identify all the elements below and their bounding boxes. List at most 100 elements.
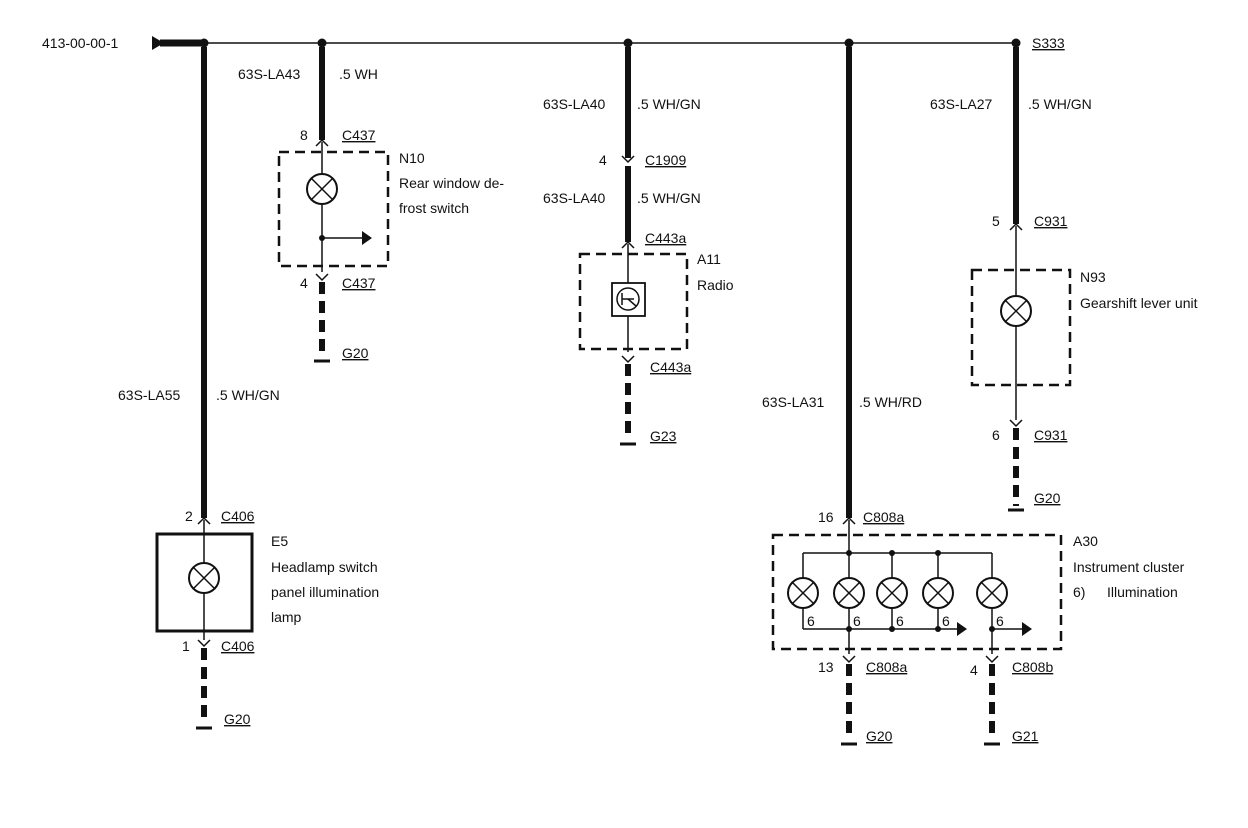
connector-female-icon	[621, 240, 635, 249]
ground-label[interactable]: G23	[650, 428, 677, 444]
wire-size-label: .5 WH/GN	[637, 190, 701, 206]
connector-label[interactable]: C808a	[866, 659, 907, 675]
wire-label: 63S-LA40	[543, 190, 605, 206]
wire-size-label: .5 WH/GN	[1028, 96, 1092, 112]
connector-label[interactable]: C808a	[863, 509, 904, 525]
reference-label[interactable]: 413-00-00-1	[42, 35, 118, 51]
wire-label: 63S-LA55	[118, 387, 180, 403]
wire-label: 63S-LA31	[762, 394, 824, 410]
n93-circuit: 63S-LA27 .5 WH/GN 5 C931 N93 Gearshift l…	[930, 47, 1198, 512]
junction-dot	[935, 626, 941, 632]
wire-size-label: .5 WH/GN	[216, 387, 280, 403]
radio-module-icon	[611, 282, 646, 317]
connector-label[interactable]: C443a	[650, 359, 691, 375]
ground-label[interactable]: G20	[224, 711, 251, 727]
chassis-ground-icon	[362, 231, 372, 245]
wire-label: 63S-LA40	[543, 96, 605, 112]
connector-label[interactable]: C931	[1034, 213, 1068, 229]
lamp-icon	[306, 173, 338, 205]
connector-label[interactable]: C437	[342, 275, 376, 291]
lamp-icon	[1000, 295, 1032, 327]
connector-male-icon	[1009, 419, 1023, 428]
junction-dot	[623, 38, 633, 48]
lamp-icon	[787, 577, 819, 609]
component-id: N10	[399, 150, 425, 166]
connector-label[interactable]: C443a	[645, 230, 686, 246]
connector-label[interactable]: C931	[1034, 427, 1068, 443]
connector-male-icon	[985, 655, 999, 664]
radio-component-box[interactable]	[578, 252, 689, 351]
junction-dot	[846, 626, 852, 632]
pin-number: 16	[818, 509, 834, 525]
connector-male-icon	[621, 155, 635, 164]
connector-female-icon	[1009, 222, 1023, 231]
component-name: Rear window de-	[399, 175, 504, 191]
e5-circuit: 63S-LA55 .5 WH/GN 2 C406 E5 Headlamp swi…	[118, 47, 379, 730]
lamp-icon	[976, 577, 1008, 609]
lamp-pin-number: 6	[853, 613, 861, 629]
component-name: lamp	[271, 609, 302, 625]
reference-arrow-icon	[152, 36, 164, 50]
chassis-ground-icon	[1022, 622, 1032, 636]
junction-dot	[844, 38, 854, 48]
component-name: Radio	[697, 277, 734, 293]
pin-number: 2	[185, 508, 193, 524]
wire-size-label: .5 WH/GN	[637, 96, 701, 112]
lamp-pin-number: 6	[807, 613, 815, 629]
connector-label[interactable]: C1909	[645, 152, 686, 168]
lamp-pin-number: 6	[942, 613, 950, 629]
junction-dot	[199, 38, 209, 48]
n93-component-box[interactable]	[970, 268, 1072, 387]
component-name: Instrument cluster	[1073, 559, 1185, 575]
ground-label[interactable]: G20	[866, 728, 893, 744]
connector-female-icon	[842, 516, 856, 525]
connector-male-icon	[842, 655, 856, 664]
pin-number: 5	[992, 213, 1000, 229]
pin-number: 6	[992, 427, 1000, 443]
connector-label[interactable]: C406	[221, 638, 255, 654]
lamp-icon	[188, 562, 220, 594]
connector-male-icon	[621, 355, 635, 364]
connector-male-icon	[197, 639, 211, 648]
connector-label[interactable]: C808b	[1012, 659, 1053, 675]
pin-number: 1	[182, 638, 190, 654]
e5-component-box[interactable]	[155, 532, 254, 633]
component-name: Gearshift lever unit	[1080, 295, 1198, 311]
connector-label[interactable]: C406	[221, 508, 255, 524]
lamp-pin-number: 6	[896, 613, 904, 629]
connector-label[interactable]: C437	[342, 127, 376, 143]
junction-dot	[1011, 38, 1021, 48]
pin-number: 13	[818, 659, 834, 675]
a30-circuit: 63S-LA31 .5 WH/RD 16 C808a	[762, 47, 1185, 746]
connector-female-icon	[197, 516, 211, 525]
pin-number: 8	[300, 127, 308, 143]
component-id: A11	[697, 251, 721, 267]
component-id: N93	[1080, 269, 1106, 285]
n10-component-box[interactable]	[277, 150, 390, 268]
splice-label[interactable]: S333	[1032, 35, 1065, 51]
connector-male-icon	[315, 273, 329, 282]
wire-size-label: .5 WH/RD	[859, 394, 922, 410]
wire-label: 63S-LA27	[930, 96, 992, 112]
n10-circuit: 63S-LA43 .5 WH 8 C437 N10 Rear window de…	[238, 47, 504, 363]
ground-label[interactable]: G21	[1012, 728, 1039, 744]
component-note-number: 6)	[1073, 584, 1085, 600]
lamp-icon	[922, 577, 954, 609]
pin-number: 4	[970, 662, 978, 678]
ground-label[interactable]: G20	[342, 345, 369, 361]
component-id: A30	[1073, 533, 1098, 549]
chassis-ground-icon	[957, 622, 967, 636]
junction-dot	[889, 626, 895, 632]
component-name: Headlamp switch	[271, 559, 378, 575]
component-name: panel illumination	[271, 584, 379, 600]
wire-label: 63S-LA43	[238, 66, 300, 82]
wire-size-label: .5 WH	[339, 66, 378, 82]
component-id: E5	[271, 533, 288, 549]
ground-label[interactable]: G20	[1034, 490, 1061, 506]
pin-number: 4	[599, 152, 607, 168]
lamp-icon	[876, 577, 908, 609]
junction-dot	[317, 38, 327, 48]
a30-component-box[interactable]	[771, 533, 1063, 651]
lamp-icon	[833, 577, 865, 609]
